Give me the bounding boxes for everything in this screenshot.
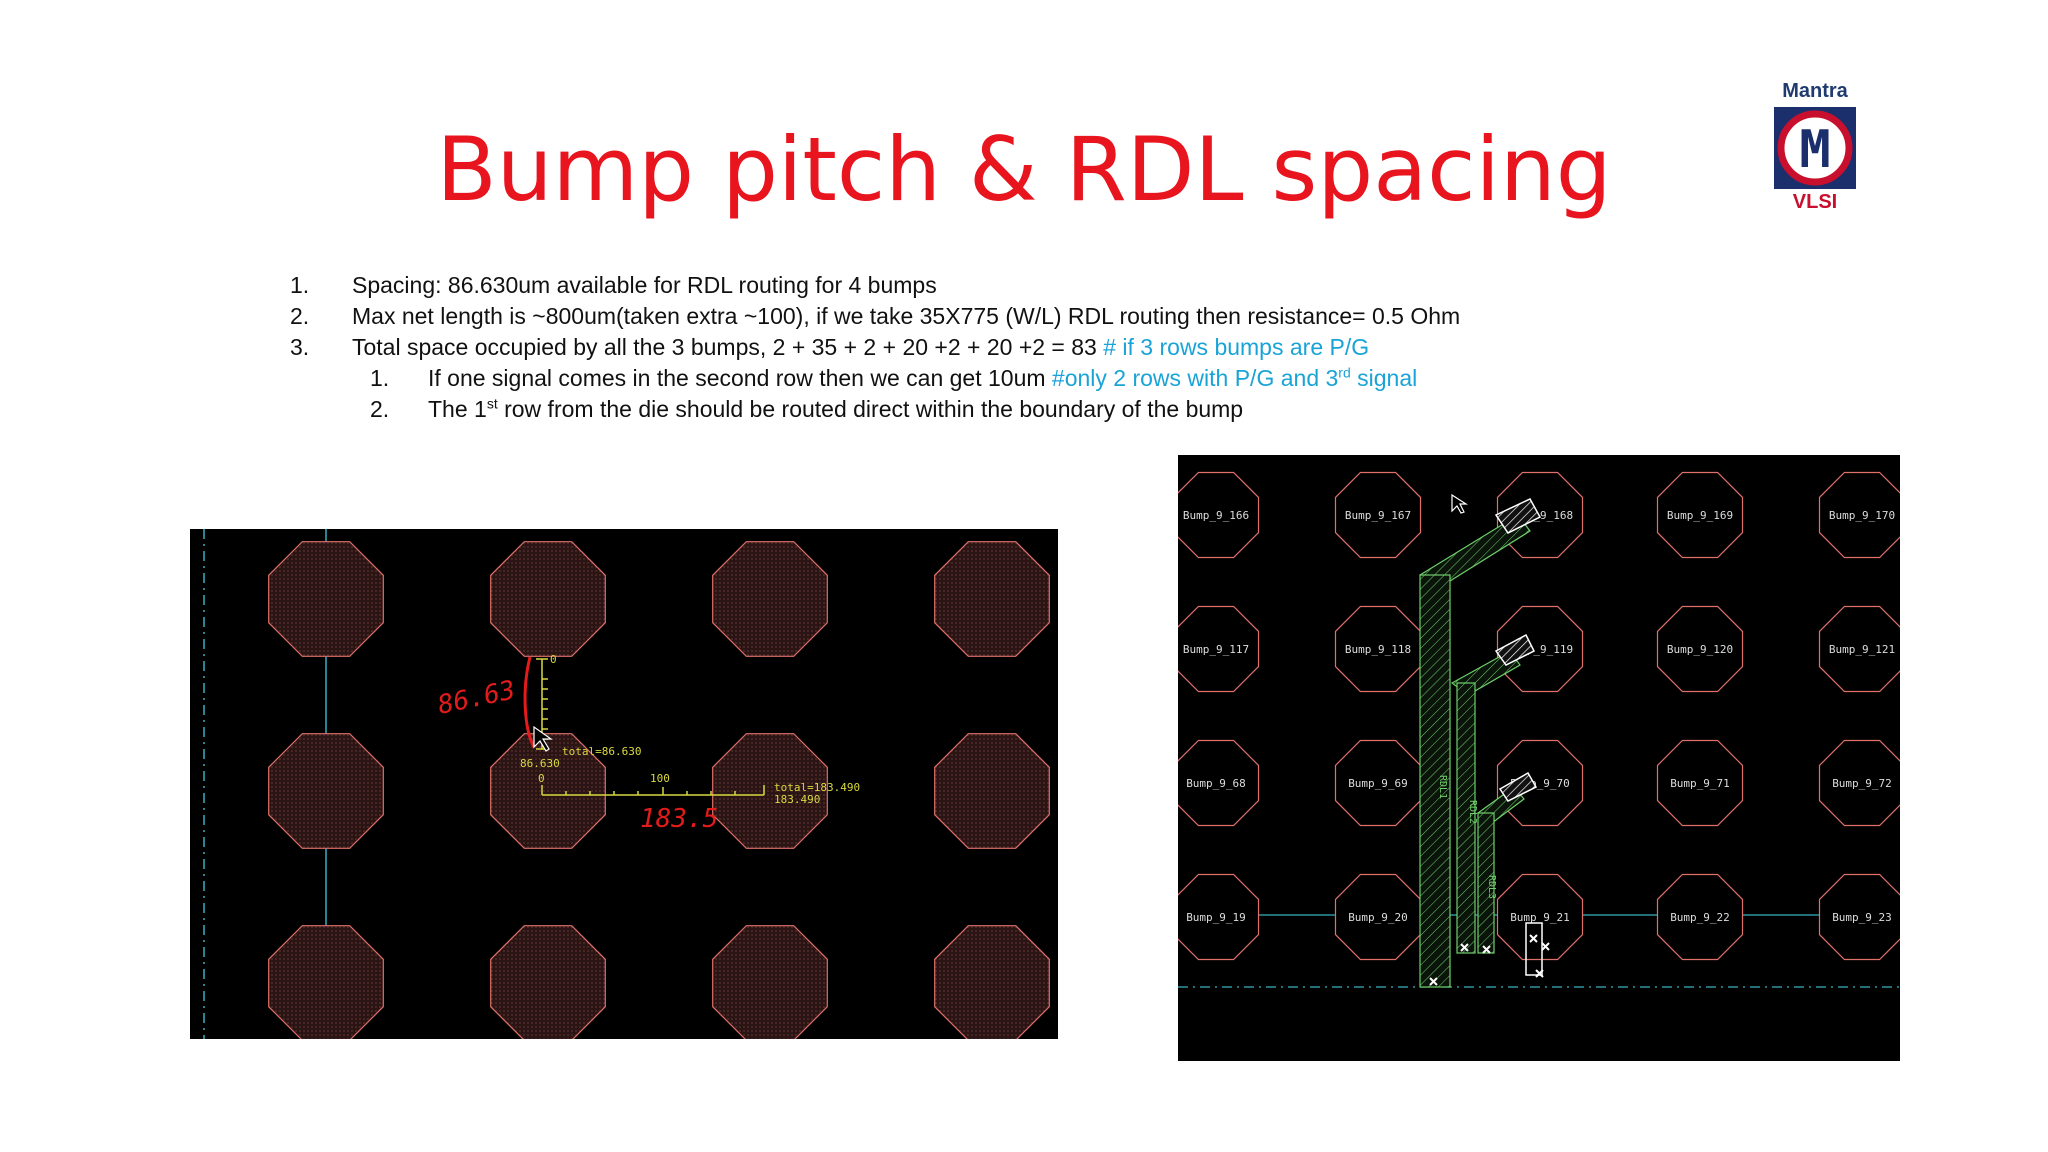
bump-pad — [1656, 471, 1744, 559]
bullet-text-plain: Total space occupied by all the 3 bumps,… — [352, 334, 1104, 360]
bump-label: Bump_9_170 — [1829, 509, 1895, 522]
bump-pad — [1656, 739, 1744, 827]
bump-pad — [268, 733, 384, 849]
bullet-highlight-b: signal — [1350, 365, 1418, 391]
rdl-label: RDL2 — [1467, 800, 1478, 824]
handwritten-note-b: 183.5 — [640, 804, 718, 834]
bump-pad — [934, 733, 1050, 849]
horizontal-ruler — [541, 785, 765, 796]
bump-pad — [1334, 739, 1422, 827]
bump-pad — [712, 925, 828, 1041]
bullet-text: Spacing: 86.630um available for RDL rout… — [352, 272, 937, 298]
bump-pad — [1496, 873, 1584, 961]
bump-pitch-screenshot: 0 86.630 total=86.630 0 100 total=183.49… — [190, 529, 1058, 1041]
bump-pad — [1656, 873, 1744, 961]
bullet-highlight: # if 3 rows bumps are P/G — [1103, 334, 1370, 360]
bullet-number: 2. — [290, 303, 310, 329]
bullet-number: 1. — [290, 272, 310, 298]
ruler-h-total: total=183.490 — [774, 781, 860, 794]
bump-label: Bump_9_71 — [1670, 777, 1730, 790]
bump-label: Bump_9_69 — [1348, 777, 1408, 790]
bullet-text-b: row from the die should be routed direct… — [497, 396, 1244, 422]
bump-pad — [712, 733, 828, 849]
bump-pad — [268, 541, 384, 657]
bullet-text-a: The 1 — [428, 396, 487, 422]
bump-pad — [490, 733, 606, 849]
rdl-routing-screenshot: Bump_9_166Bump_9_167Bump_9_168Bump_9_169… — [1172, 455, 1906, 1061]
logo-bottom-text: VLSI — [1792, 191, 1838, 213]
handwritten-bracket — [523, 656, 536, 748]
bump-label: Bump_9_23 — [1832, 911, 1892, 924]
bump-label: Bump_9_20 — [1348, 911, 1408, 924]
bump-label: Bump_9_21 — [1510, 911, 1570, 924]
mantra-vlsi-logo: Mantra M VLSI — [1760, 80, 1870, 230]
bump-pad — [1656, 605, 1744, 693]
bump-pad — [934, 541, 1050, 657]
bump-label: Bump_9_120 — [1667, 643, 1733, 656]
logo-emblem: M — [1774, 107, 1856, 189]
bump-pad — [1334, 471, 1422, 559]
ruler-h-value: 183.490 — [774, 793, 820, 806]
bump-grid — [268, 541, 1050, 1041]
handwritten-note-a: 86.63 — [435, 675, 518, 721]
via-markers — [1429, 934, 1550, 986]
bullet-number: 2. — [370, 396, 390, 422]
bump-label: Bump_9_22 — [1670, 911, 1730, 924]
superscript: rd — [1338, 364, 1351, 381]
bump-label: Bump_9_19 — [1186, 911, 1246, 924]
bump-pad — [1496, 739, 1584, 827]
rdl-label: RDL1 — [1437, 775, 1448, 799]
bump-label: Bump_9_117 — [1183, 643, 1249, 656]
bump-pad — [490, 541, 606, 657]
bump-pad — [1496, 605, 1584, 693]
bump-label: Bump_9_169 — [1667, 509, 1733, 522]
bump-pad — [1818, 471, 1906, 559]
logo-letter: M — [1799, 120, 1830, 180]
selected-shapes — [1494, 498, 1543, 976]
slide-title: Bump pitch & RDL spacing — [436, 118, 1612, 221]
bump-label: Bump_9_68 — [1186, 777, 1246, 790]
bump-pad — [934, 925, 1050, 1041]
ruler-h-mid: 100 — [650, 772, 670, 785]
bump-pad — [1818, 605, 1906, 693]
bullet-text-plain: If one signal comes in the second row th… — [428, 365, 1052, 391]
bullet-text: The 1st row from the die should be route… — [428, 394, 1243, 425]
rdl-label: RDL3 — [1486, 875, 1497, 899]
bullet-highlight: #only 2 rows with P/G and 3rd signal — [1052, 365, 1417, 391]
bullet-highlight-a: #only 2 rows with P/G and 3 — [1051, 365, 1339, 391]
mouse-cursor-icon — [1451, 493, 1469, 514]
bump-label: Bump_9_166 — [1183, 509, 1249, 522]
superscript: st — [486, 395, 498, 412]
bump-pad — [268, 925, 384, 1041]
ruler-v-value: 86.630 — [520, 757, 560, 770]
ruler-v-zero: 0 — [550, 653, 557, 666]
bullet-text: If one signal comes in the second row th… — [428, 363, 1417, 394]
bump-label: Bump_9_167 — [1345, 509, 1411, 522]
bump-label: Bump_9_72 — [1832, 777, 1892, 790]
mouse-cursor-icon — [533, 725, 553, 752]
bullet-text: Total space occupied by all the 3 bumps,… — [352, 332, 1369, 363]
bump-pad — [1334, 873, 1422, 961]
ruler-h-zero: 0 — [538, 772, 545, 785]
bump-pad — [712, 541, 828, 657]
bump-grid: Bump_9_166Bump_9_167Bump_9_168Bump_9_169… — [1172, 471, 1906, 961]
bump-pad — [490, 925, 606, 1041]
bullet-text: Max net length is ~800um(taken extra ~10… — [352, 303, 1461, 329]
ruler-v-total: total=86.630 — [562, 745, 641, 758]
bump-label: Bump_9_121 — [1829, 643, 1895, 656]
bump-pad — [1818, 739, 1906, 827]
bump-pad — [1818, 873, 1906, 961]
rdl-routes — [1419, 514, 1531, 988]
bullet-number: 1. — [370, 365, 390, 391]
logo-top-text: Mantra — [1782, 80, 1848, 102]
bump-label: Bump_9_118 — [1345, 643, 1411, 656]
bullet-number: 3. — [290, 334, 310, 360]
bump-pad — [1334, 605, 1422, 693]
